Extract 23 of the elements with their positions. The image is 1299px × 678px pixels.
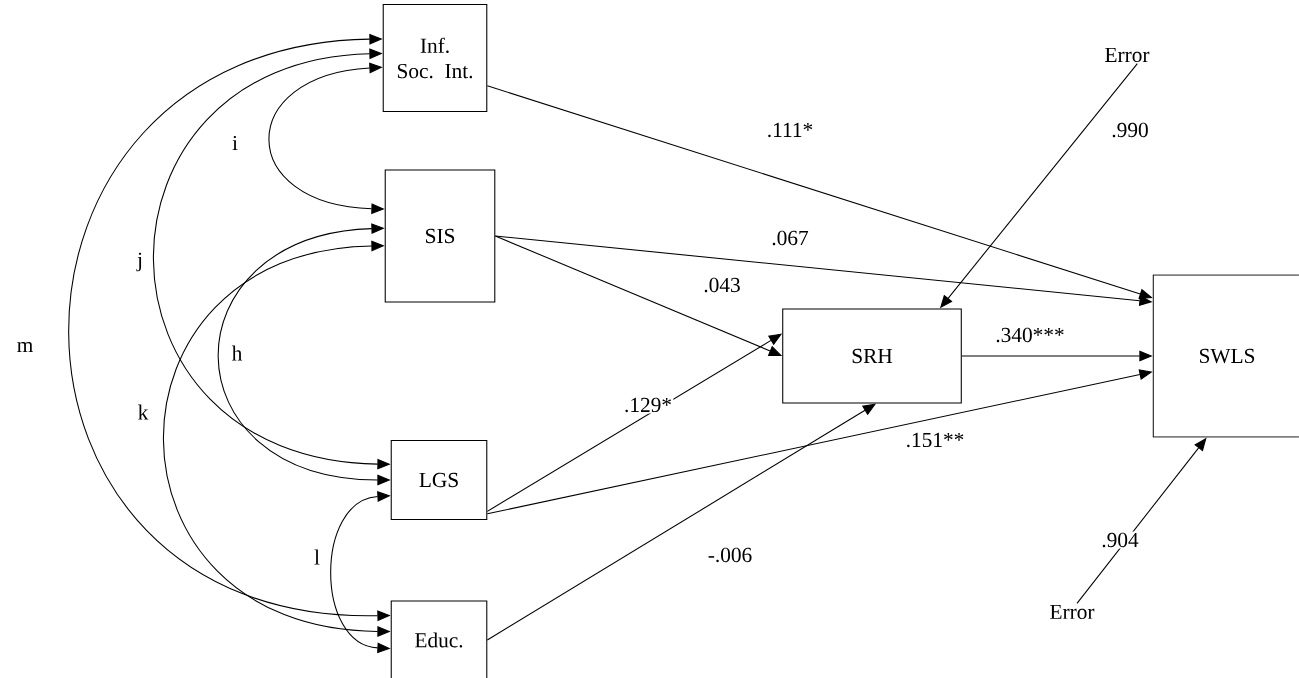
error-label: Error [1105, 47, 1150, 63]
edge-label: m [15, 340, 35, 354]
edge-label: .129* [622, 396, 674, 414]
edge-label: i [230, 134, 240, 152]
edge-label: .340*** [994, 326, 1066, 344]
variable-box: SRH [782, 308, 962, 404]
variable-box: SWLS [1152, 274, 1299, 438]
edge-label: .111* [765, 121, 815, 139]
edge-label: .067 [770, 229, 810, 247]
edge-label: l [312, 548, 322, 566]
edge-label: h [230, 344, 244, 362]
edge-label: .904 [1100, 531, 1140, 549]
edge-label: j [135, 251, 145, 273]
edge-label: .990 [1110, 121, 1150, 139]
variable-box: Inf. Soc. Int. [382, 3, 488, 113]
variable-box: SIS [384, 169, 496, 303]
variable-box: Educ. [390, 600, 488, 678]
variable-box: LGS [390, 439, 488, 521]
error-label: Error [1050, 604, 1095, 620]
edge-label: -.006 [706, 546, 754, 564]
edge-label: .151** [904, 431, 966, 449]
edge-label: k [136, 403, 150, 421]
edge-label: .043 [702, 276, 742, 294]
